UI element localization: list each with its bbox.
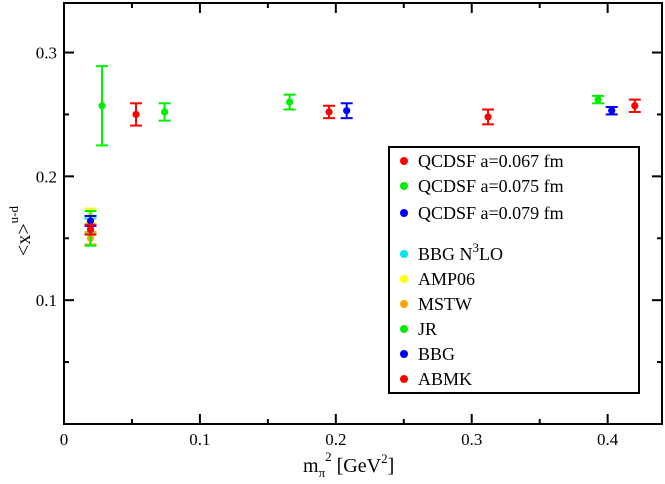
data-point [86,217,95,225]
tick-labels: 0 0.1 0.2 0.3 0.4 0.1 0.2 0.3 [36,44,619,449]
data-point [86,225,95,234]
plot-frame [63,2,663,425]
data-point [325,108,333,116]
x-tick-label: 0.2 [325,430,346,449]
x-tick-label: 0 [60,430,69,449]
legend-label: MSTW [418,294,472,314]
legend-label: BBG [418,344,455,364]
legend-marker [400,325,408,333]
data-point [343,107,351,115]
data-point [132,110,140,119]
legend-items: QCDSF a=0.067 fm QCDSF a=0.075 fm QCDSF a=… [400,151,564,389]
legend-label: QCDSF a=0.075 fm [418,176,564,196]
legend-marker [400,182,408,190]
legend-box [388,146,640,394]
legend-label: JR [418,319,437,339]
series-0 [130,98,641,127]
legend-label: AMP06 [418,269,475,289]
data-point [286,98,294,106]
data-point [484,113,492,121]
axis-ticks [63,3,662,424]
data-point [98,102,106,110]
legend-marker [400,300,408,308]
data-point [631,102,639,110]
y-tick-label: 0.2 [36,167,57,186]
legend-marker [400,250,408,258]
legend: QCDSF a=0.067 fm QCDSF a=0.075 fm QCDSF a=… [388,146,640,394]
legend-marker [400,350,408,358]
legend-marker [400,157,408,165]
legend-label: BBG N3LO [418,240,503,264]
y-tick-label: 0.1 [36,291,57,310]
legend-label: QCDSF a=0.067 fm [418,151,564,171]
data-point [608,107,616,115]
series-8 [84,223,97,236]
data-layer [84,65,641,247]
x-tick-label: 0.3 [461,430,482,449]
data-point [160,108,169,116]
y-axis-title: <x>u-d [6,206,35,256]
x-tick-label: 0.4 [597,430,619,449]
data-point [594,95,602,104]
legend-label: ABMK [418,369,472,389]
x-axis-title: mπ2 [GeV2] [303,449,394,480]
legend-marker [400,209,408,217]
y-tick-label: 0.3 [36,44,57,63]
legend-marker [400,375,408,383]
series-2 [340,102,618,120]
series-1 [96,65,605,147]
legend-marker [400,275,408,283]
x-tick-label: 0.1 [189,430,210,449]
legend-label: QCDSF a=0.079 fm [418,203,564,223]
